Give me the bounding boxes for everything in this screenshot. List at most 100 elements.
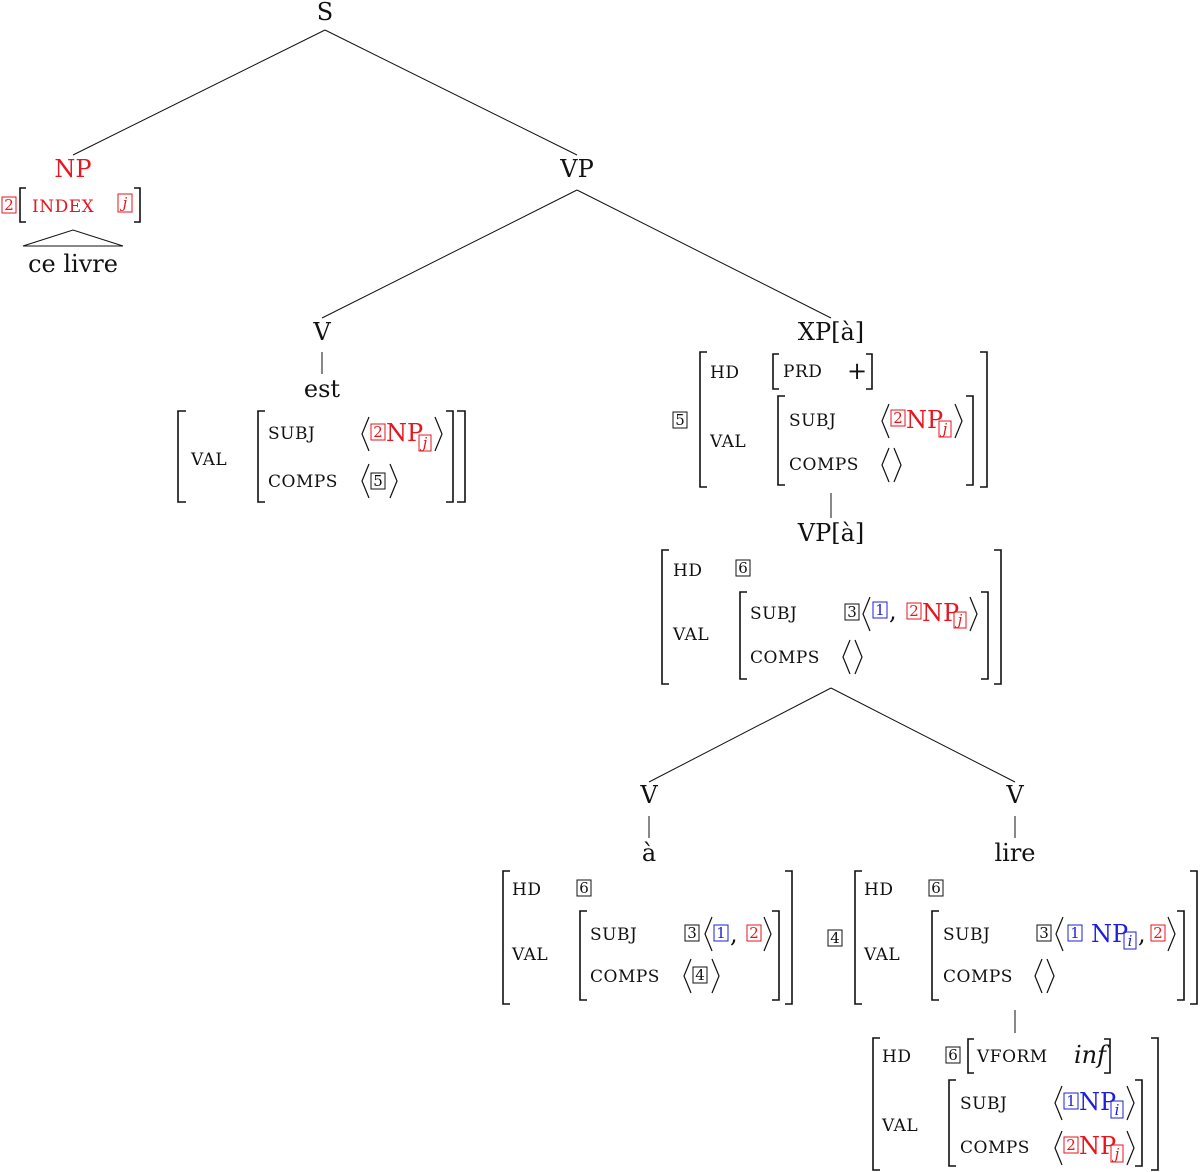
tag-box	[906, 602, 922, 620]
bracket-left	[967, 1038, 974, 1074]
tag-number: 3	[847, 603, 857, 621]
bracket-right	[772, 910, 780, 1001]
bracket-left	[854, 870, 862, 1005]
bracket-right	[446, 410, 454, 503]
bracket-left	[931, 910, 939, 1001]
angle-left	[881, 447, 890, 483]
tag-number: 6	[948, 1046, 958, 1064]
node-s: S	[317, 0, 333, 26]
tag-number: 2	[1066, 1136, 1076, 1154]
attr-subj: SUBJ	[268, 424, 315, 444]
tag-number: 5	[373, 472, 383, 490]
tag-number: 1	[875, 601, 885, 619]
bracket-right	[1190, 870, 1198, 1005]
bracket-right	[457, 410, 466, 503]
np-label: NP	[1079, 1132, 1116, 1160]
bracket-right	[980, 351, 988, 488]
tag-number: 3	[687, 924, 697, 942]
bracket-right	[1135, 1079, 1143, 1167]
tree-edges	[22, 29, 1016, 1033]
bracket-right	[1151, 1037, 1159, 1171]
angle-left	[361, 416, 370, 452]
angle-left	[1054, 1085, 1063, 1121]
np-avm: 2 INDEX j	[1, 187, 141, 223]
attr-comps: COMPS	[750, 648, 820, 668]
np-triangle	[22, 229, 124, 247]
word-lire: lire	[994, 839, 1035, 867]
comma: ,	[730, 920, 738, 948]
angle-left	[1054, 1130, 1063, 1166]
index-letter: j	[1112, 1145, 1120, 1163]
attr-hd: HD	[882, 1047, 911, 1067]
word-est: est	[304, 375, 341, 403]
edge-s-np	[72, 29, 326, 156]
bracket-left	[699, 351, 707, 488]
tag-number: 2	[909, 602, 919, 620]
node-xp: XP[à]	[798, 318, 864, 346]
angle-left	[842, 639, 851, 675]
np-label: NP	[1091, 920, 1128, 948]
tag-box	[692, 966, 708, 984]
tag-number: 2	[1153, 924, 1163, 942]
bracket-right	[966, 395, 974, 486]
attr-subj: SUBJ	[943, 925, 990, 945]
node-v-lire: V	[1005, 781, 1024, 809]
tag-box	[928, 879, 944, 897]
attr-hd: HD	[864, 880, 893, 900]
angle-right	[1167, 916, 1176, 952]
bracket-right	[1104, 1038, 1111, 1074]
tag-box	[1, 196, 17, 214]
comma: ,	[889, 597, 897, 625]
bracket-right	[785, 870, 793, 1005]
attr-subj: SUBJ	[590, 925, 637, 945]
attr-hd: HD	[710, 363, 739, 383]
angle-left	[683, 958, 692, 994]
index-letter: j	[940, 420, 948, 438]
angle-left	[361, 463, 370, 499]
vp-a-avm: HD 6 VAL SUBJ 3 1 , 2 NP j COMPS	[661, 549, 1002, 685]
index-box	[1110, 1100, 1124, 1119]
attr-val: VAL	[881, 1116, 918, 1136]
tag-box	[735, 559, 751, 577]
index-letter: j	[120, 194, 128, 212]
tag-number: 2	[373, 423, 383, 441]
tag-box	[684, 924, 700, 942]
tag-box	[1150, 924, 1166, 942]
angle-left	[704, 916, 713, 952]
attr-hd: HD	[673, 561, 702, 581]
bracket-right	[981, 591, 989, 680]
xp-avm: 5 HD PRD + VAL SUBJ 2 NP j COMPS	[672, 351, 988, 488]
est-avm: VAL SUBJ 2 NP j COMPS 5	[177, 410, 466, 503]
bracket-right	[994, 549, 1002, 685]
np-words: ce livre	[28, 250, 118, 278]
tag-box	[844, 603, 860, 621]
angle-left	[881, 403, 890, 439]
tag-box	[890, 409, 906, 427]
np-index-attr: INDEX	[32, 197, 95, 217]
attr-val: VAL	[190, 450, 227, 470]
tag-box	[1063, 1092, 1079, 1110]
attr-comps: COMPS	[590, 967, 660, 987]
index-box	[1123, 931, 1137, 950]
value-plus: +	[847, 357, 867, 385]
attr-comps: COMPS	[943, 967, 1013, 987]
bracket-left	[579, 910, 587, 1001]
attr-vform: VFORM	[976, 1047, 1048, 1067]
tag-number: 4	[695, 966, 705, 984]
attr-comps: COMPS	[960, 1138, 1030, 1158]
tag-number: 2	[4, 196, 14, 214]
bracket-left	[777, 395, 785, 486]
tag-box	[872, 601, 888, 619]
np-label: NP	[906, 406, 943, 434]
angle-right	[893, 447, 902, 483]
tag-box	[945, 1046, 961, 1064]
bracket-right	[866, 353, 873, 390]
head-avm: HD 6 VFORM inf VAL SUBJ 1 NP i COMPS 2 N…	[872, 1037, 1159, 1171]
node-vp: VP	[559, 155, 593, 183]
angle-right	[854, 639, 863, 675]
np-avm-bracket-left	[19, 187, 26, 223]
tag-box	[1036, 924, 1052, 942]
bracket-left	[739, 591, 747, 680]
tag-box	[370, 423, 386, 441]
angle-right	[763, 916, 772, 952]
